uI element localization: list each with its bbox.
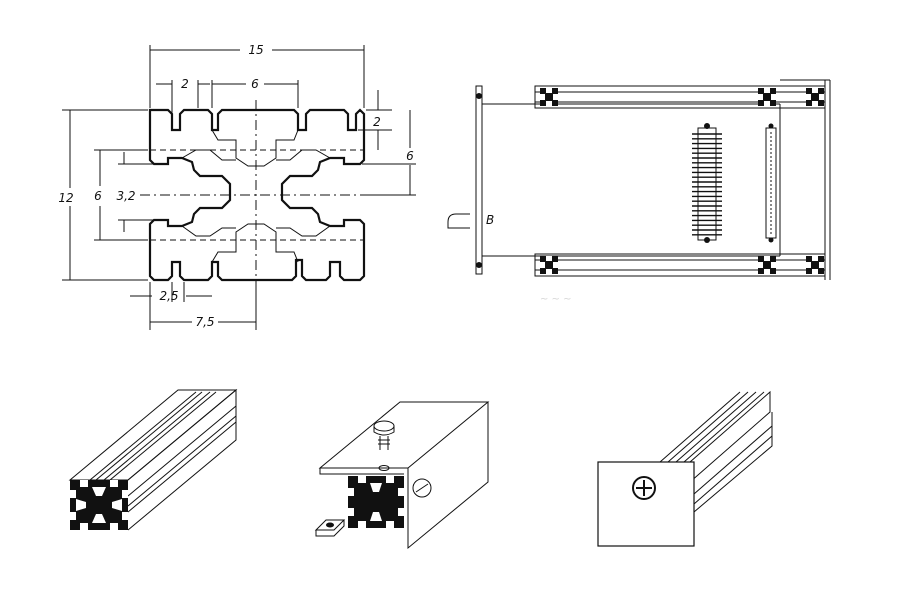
side-screw-slot bbox=[415, 483, 429, 493]
profile-cross-section-icon bbox=[540, 256, 558, 274]
scan-noise: ~ ~ ~ bbox=[540, 294, 572, 305]
guide-screw bbox=[768, 237, 774, 243]
bracket-lip bbox=[319, 468, 404, 475]
groove-line bbox=[89, 391, 197, 481]
groove-line bbox=[103, 391, 211, 481]
groove-line bbox=[667, 391, 749, 463]
dim-bottom-slot: 2,5 bbox=[159, 289, 178, 303]
slot-nut-icon bbox=[314, 519, 346, 537]
end-plate-face bbox=[597, 461, 695, 547]
bar-top-face bbox=[68, 389, 238, 481]
bar-side-face bbox=[127, 388, 237, 531]
profile-bar-top bbox=[534, 85, 826, 109]
dim-overall-width: 15 bbox=[248, 43, 263, 57]
groove-line bbox=[693, 435, 773, 505]
profile-cross-section: 15 2 6 2 6 12 6 bbox=[58, 43, 416, 330]
connector-pins bbox=[692, 133, 722, 236]
groove-line bbox=[109, 391, 217, 481]
inner-slot-left bbox=[181, 149, 236, 161]
dim-inner-slot: 3,2 bbox=[116, 189, 135, 203]
dim-right-slot: 2 bbox=[373, 115, 381, 129]
profile-cross-section-icon bbox=[758, 88, 776, 106]
dim-right-height: 6 bbox=[406, 149, 414, 163]
inner-slot-top bbox=[211, 129, 299, 167]
handle bbox=[447, 213, 470, 229]
groove-line bbox=[659, 391, 741, 463]
dim-half-width: 7,5 bbox=[195, 315, 214, 329]
screw-icon bbox=[373, 420, 395, 471]
profile-outline bbox=[148, 108, 366, 282]
groove-line bbox=[693, 425, 773, 495]
dim-slot-width: 2 bbox=[181, 77, 189, 91]
connector-screw bbox=[704, 123, 710, 129]
profile-bar-perspective bbox=[68, 388, 238, 531]
profile-cross-section-icon bbox=[348, 476, 404, 528]
profile-cross-section-icon bbox=[806, 256, 824, 274]
panel-screw bbox=[476, 262, 482, 268]
groove-line bbox=[127, 421, 237, 513]
angle-bracket-assembly bbox=[314, 401, 490, 550]
side-screw bbox=[412, 478, 432, 498]
groove-line bbox=[683, 391, 765, 463]
groove-line bbox=[127, 415, 237, 507]
groove-line bbox=[675, 391, 757, 463]
front-panel bbox=[475, 85, 483, 275]
bar-groove bbox=[689, 390, 771, 483]
phillips-screw-icon bbox=[632, 476, 656, 500]
profile-cross-section-icon bbox=[758, 256, 776, 274]
profile-cross-section-icon bbox=[806, 88, 824, 106]
guide-screw bbox=[768, 123, 774, 129]
marker-letter: B bbox=[486, 213, 494, 227]
profile-bar-bottom bbox=[534, 253, 826, 277]
rack-assembly-view: B bbox=[447, 79, 831, 305]
bar-side-edge bbox=[693, 412, 773, 513]
dim-overall-height: 12 bbox=[58, 191, 73, 205]
edge-connector bbox=[697, 127, 717, 241]
groove-line bbox=[127, 405, 237, 497]
bracket-side-plate bbox=[407, 402, 489, 550]
inner-slot-right bbox=[276, 149, 331, 161]
profile-cross-section-icon bbox=[540, 88, 558, 106]
groove-line bbox=[95, 391, 203, 481]
bracket-top-plate bbox=[318, 401, 490, 469]
inner-slot-right-2 bbox=[276, 225, 331, 237]
dim-center-width: 6 bbox=[251, 77, 259, 91]
dim-left-height: 6 bbox=[94, 189, 102, 203]
inner-slot-left-2 bbox=[181, 225, 236, 237]
panel-screw bbox=[476, 93, 482, 99]
end-plate-assembly bbox=[597, 390, 773, 547]
inner-slot-bottom bbox=[211, 223, 299, 263]
profile-cross-section-icon bbox=[70, 480, 128, 530]
connector-screw bbox=[704, 237, 710, 243]
